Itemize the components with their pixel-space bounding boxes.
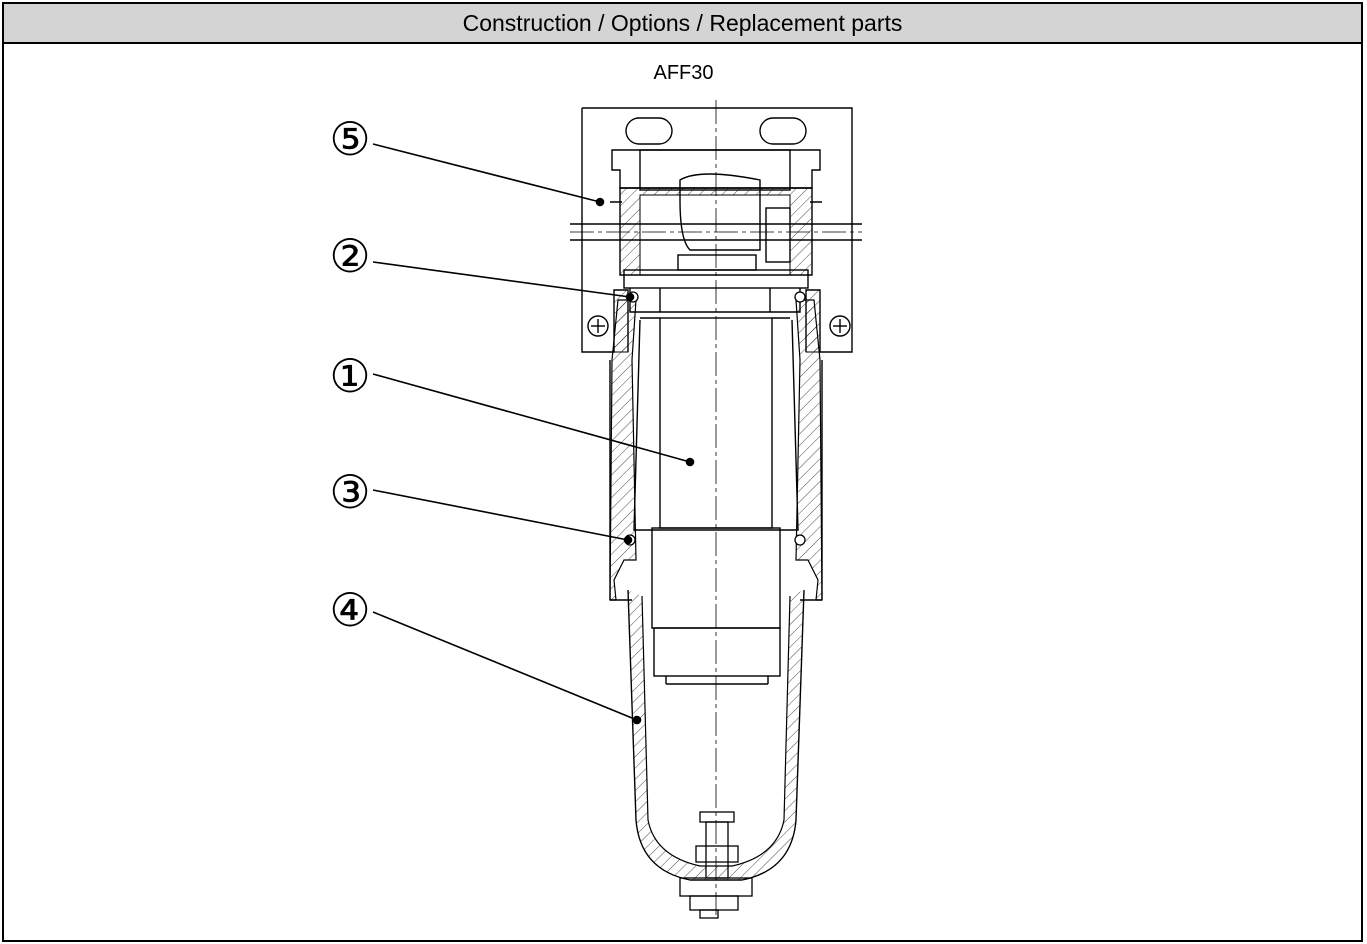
section-title: Construction / Options / Replacement par… — [462, 9, 903, 36]
callout-leaders — [372, 143, 695, 725]
leader-5-dot — [595, 197, 605, 207]
callout-5: ⑤ — [329, 112, 370, 166]
callout-1: ① — [329, 349, 370, 403]
leader-2 — [372, 261, 631, 298]
bowl-wall-hatching — [628, 590, 804, 880]
bowl-guard-outer-right — [795, 299, 823, 601]
leader-1 — [372, 373, 691, 463]
callout-labels: ⑤ ② ① ③ ④ — [329, 112, 370, 637]
model-label: AFF30 — [653, 62, 714, 84]
leader-4-dot — [632, 715, 642, 725]
bowl-guard-outer — [609, 299, 637, 601]
mounting-screw — [587, 315, 851, 337]
leader-3 — [372, 489, 629, 541]
o-ring-2-right — [794, 291, 806, 303]
bowl-housing-outline — [609, 360, 823, 601]
leader-4 — [372, 611, 638, 721]
callout-3: ③ — [329, 465, 370, 519]
leader-3-dot — [623, 535, 633, 545]
o-ring-3-right — [794, 534, 806, 546]
callout-4: ④ — [329, 583, 370, 637]
leader-1-dot — [685, 457, 695, 467]
leader-2-dot — [625, 292, 635, 302]
section-header: Construction / Options / Replacement par… — [4, 4, 1361, 44]
drain-valve — [679, 811, 753, 919]
leader-5 — [372, 143, 601, 203]
callout-2: ② — [329, 229, 370, 283]
filter-element — [633, 317, 799, 685]
